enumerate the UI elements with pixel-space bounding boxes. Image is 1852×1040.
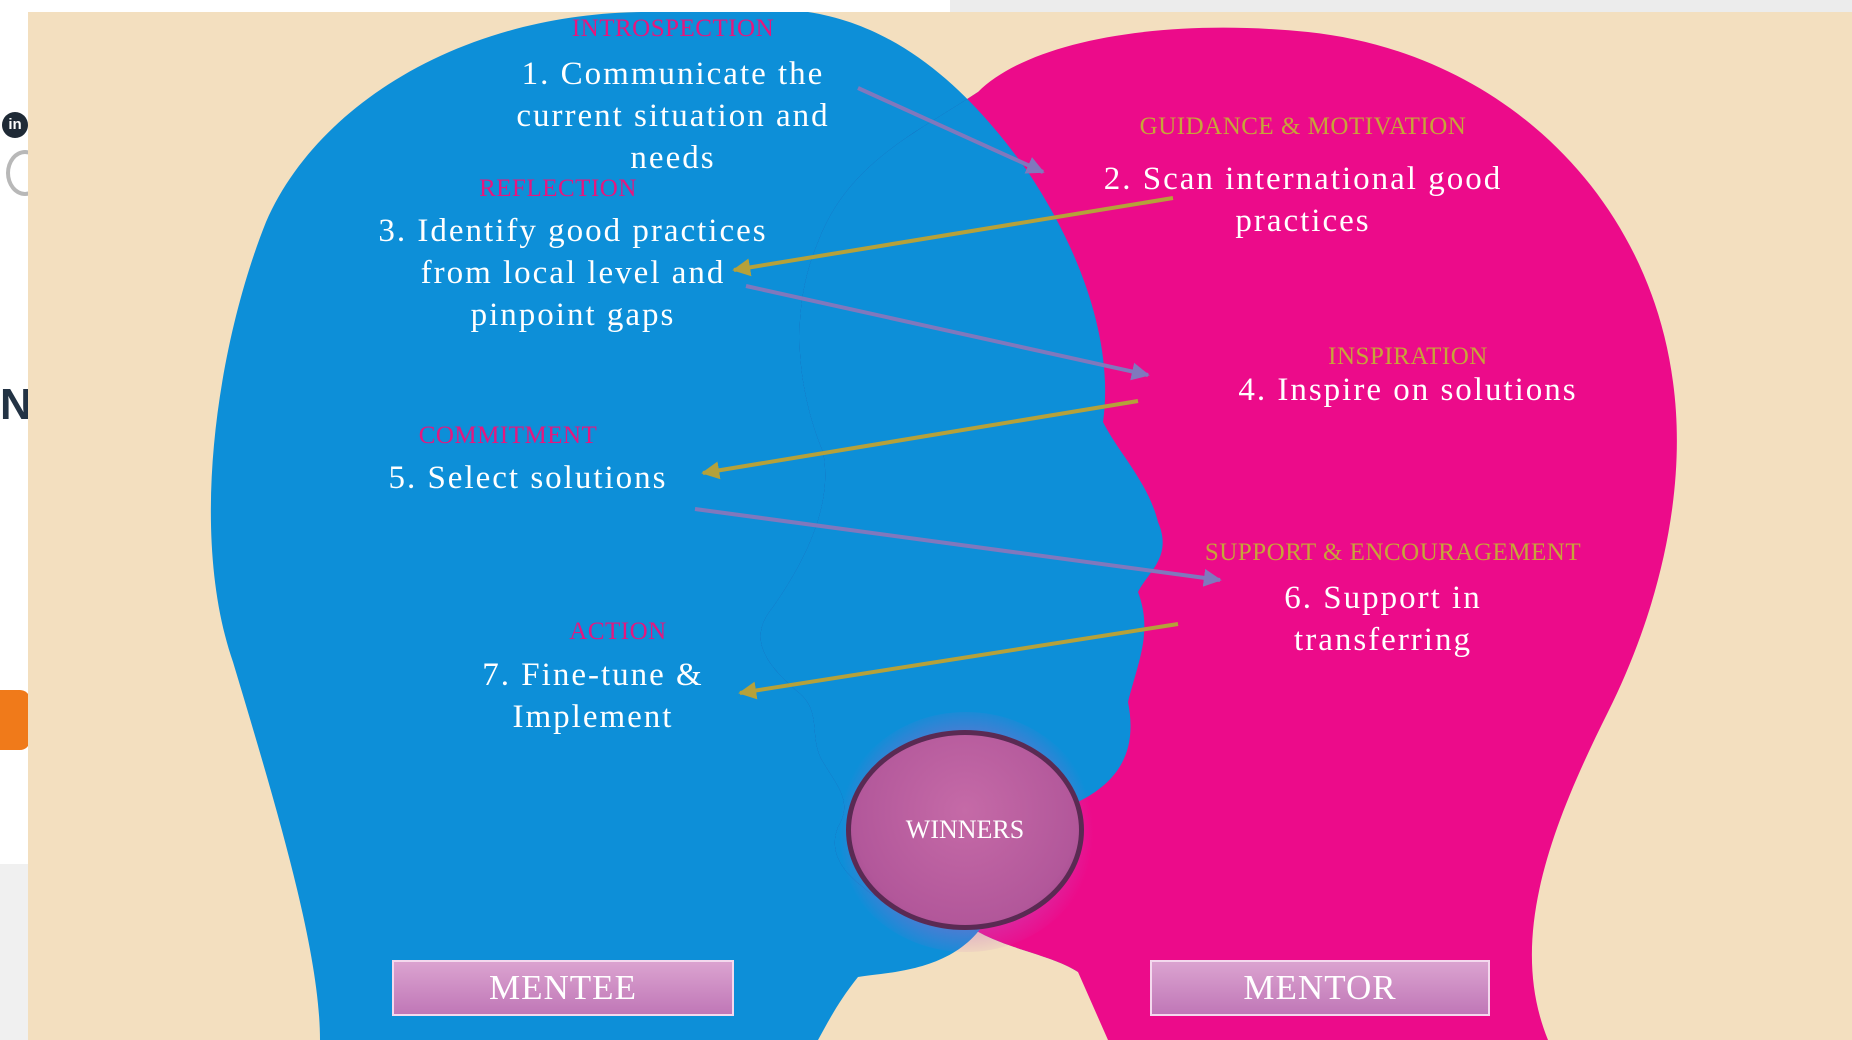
mentee-label: MENTEE [392, 960, 734, 1016]
stage-commitment: COMMITMENT [418, 422, 598, 449]
arrow-6-to-7 [738, 622, 1179, 700]
step-6-text: 6. Support in transferring [1218, 577, 1548, 661]
arrow-1-to-2 [857, 86, 1045, 174]
step-1-line-3: needs [630, 140, 716, 176]
step-5-text: 5. Select solutions [328, 457, 728, 499]
arrow-5-to-6 [694, 507, 1222, 587]
step-3-text: 3. Identify good practices from local le… [338, 210, 808, 336]
arrow-2-to-3 [732, 196, 1174, 277]
step-6-line-2: transferring [1294, 622, 1472, 658]
stage-action: ACTION [569, 618, 667, 645]
background-top-strip [950, 0, 1852, 12]
step-6-line-1: 6. Support in [1284, 580, 1482, 616]
mentoring-diagram-slide: INTROSPECTION 1. Communicate the current… [28, 12, 1852, 1040]
arrow-3-to-4 [745, 284, 1150, 381]
background-heading-fragment: N [0, 380, 32, 429]
step-2-text: 2. Scan international good practices [1058, 158, 1548, 242]
step-7-text: 7. Fine-tune & Implement [428, 654, 758, 738]
step-7-line-1: 7. Fine-tune & [482, 657, 704, 693]
step-1-text: 1. Communicate the current situation and… [458, 53, 888, 179]
step-1-line-1: 1. Communicate the [521, 56, 825, 92]
stage-support-encouragement: SUPPORT & ENCOURAGEMENT [1204, 539, 1582, 566]
mentor-label: MENTOR [1150, 960, 1490, 1016]
step-2-line-1: 2. Scan international good [1103, 161, 1503, 197]
step-4-line-1: 4. Inspire on solutions [1238, 372, 1578, 408]
step-2-line-2: practices [1235, 203, 1371, 239]
step-3-line-1: 3. Identify good practices [378, 213, 768, 249]
step-3-line-3: pinpoint gaps [470, 297, 676, 333]
step-1-line-2: current situation and [516, 98, 830, 134]
stage-introspection: INTROSPECTION [571, 15, 775, 42]
winners-badge: WINNERS [846, 730, 1084, 930]
stage-inspiration: INSPIRATION [1328, 343, 1488, 370]
step-4-text: 4. Inspire on solutions [1198, 369, 1618, 411]
step-3-line-2: from local level and [420, 255, 726, 291]
step-7-line-2: Implement [512, 699, 674, 735]
linkedin-icon[interactable]: in [2, 112, 28, 138]
stage-reflection: REFLECTION [479, 175, 637, 202]
step-5-line-1: 5. Select solutions [388, 460, 668, 496]
arrow-4-to-5 [701, 399, 1139, 480]
background-orange-shape [0, 690, 30, 750]
stage-guidance-motivation: GUIDANCE & MOTIVATION [1139, 113, 1467, 140]
